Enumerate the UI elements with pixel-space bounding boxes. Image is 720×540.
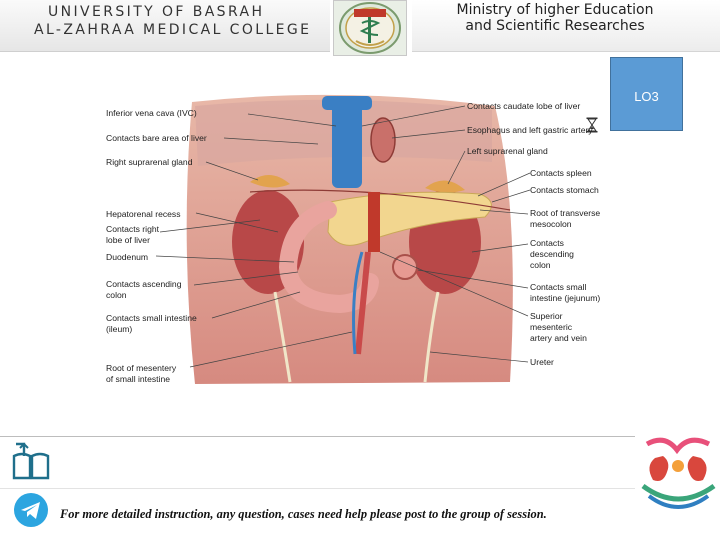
anatomy-diagram: Inferior vena cava (IVC) Contacts bare a… bbox=[106, 94, 600, 384]
label-caudate: Contacts caudate lobe of liver bbox=[467, 101, 580, 111]
label-contacts: Contacts bbox=[530, 238, 564, 248]
label-esophagus: Esophagus and left gastric artery bbox=[467, 125, 593, 135]
label-jejunum: intestine (jejunum) bbox=[530, 293, 600, 303]
left-suprarenal bbox=[425, 180, 465, 193]
right-ureter bbox=[273, 291, 292, 383]
label-colon-left: colon bbox=[106, 290, 127, 300]
right-suprarenal bbox=[250, 174, 290, 188]
label-contacts-ileum: Contacts small intestine bbox=[106, 313, 197, 323]
book-icon[interactable] bbox=[10, 442, 52, 482]
label-right-suprarenal: Right suprarenal gland bbox=[106, 157, 193, 167]
label-left-suprarenal: Left suprarenal gland bbox=[467, 146, 548, 156]
aorta bbox=[368, 192, 380, 252]
kidney-care-logo bbox=[637, 436, 720, 510]
label-ureter: Ureter bbox=[530, 357, 554, 367]
telegram-icon[interactable] bbox=[10, 490, 52, 530]
lo3-badge[interactable]: LO3 bbox=[610, 57, 683, 131]
label-hepatorenal: Hepatorenal recess bbox=[106, 209, 181, 219]
bottom-panel: For more detailed instruction, any quest… bbox=[0, 436, 720, 540]
label-stomach: Contacts stomach bbox=[530, 185, 599, 195]
college-name: AL-ZAHRAA MEDICAL COLLEGE bbox=[34, 22, 312, 38]
label-contacts-ascending: Contacts ascending bbox=[106, 279, 182, 289]
jejunum-stump bbox=[392, 254, 418, 280]
inferior-vena-cava bbox=[332, 100, 362, 188]
label-mesenteric: mesenteric bbox=[530, 322, 573, 332]
label-descending: descending bbox=[530, 249, 574, 259]
label-contacts-right: Contacts right bbox=[106, 224, 160, 234]
divider-mid bbox=[0, 488, 635, 489]
label-artery-vein: artery and vein bbox=[530, 333, 587, 343]
ministry-line-1: Ministry of higher Education bbox=[456, 2, 654, 18]
university-header: UNIVERSITY OF BASRAH AL-ZAHRAA MEDICAL C… bbox=[0, 0, 330, 52]
college-logo bbox=[333, 0, 407, 56]
label-duodenum: Duodenum bbox=[106, 252, 148, 262]
hourglass-icon bbox=[586, 117, 598, 133]
label-ileum: (ileum) bbox=[106, 324, 132, 334]
left-ureter bbox=[423, 291, 440, 383]
label-small-intestine: of small intestine bbox=[106, 374, 170, 384]
label-root-transverse: Root of transverse bbox=[530, 208, 600, 218]
label-colon-right: colon bbox=[530, 260, 551, 270]
instruction-text: For more detailed instruction, any quest… bbox=[60, 507, 547, 521]
divider-top bbox=[0, 436, 635, 437]
university-name: UNIVERSITY OF BASRAH bbox=[48, 4, 265, 20]
duodenum bbox=[278, 201, 379, 314]
label-spleen: Contacts spleen bbox=[530, 168, 592, 178]
ministry-line-2: and Scientific Researches bbox=[465, 18, 645, 34]
esophagus bbox=[370, 117, 396, 163]
label-root-mesentery: Root of mesentery bbox=[106, 363, 177, 373]
ministry-header: Ministry of higher Education and Scienti… bbox=[412, 0, 720, 52]
label-lobe-liver: lobe of liver bbox=[106, 235, 150, 245]
label-mesocolon: mesocolon bbox=[530, 219, 572, 229]
label-contacts-small: Contacts small bbox=[530, 282, 586, 292]
label-ivc: Inferior vena cava (IVC) bbox=[106, 108, 197, 118]
label-superior: Superior bbox=[530, 311, 563, 321]
mesentery-root bbox=[355, 251, 371, 355]
label-bare-area: Contacts bare area of liver bbox=[106, 133, 207, 143]
